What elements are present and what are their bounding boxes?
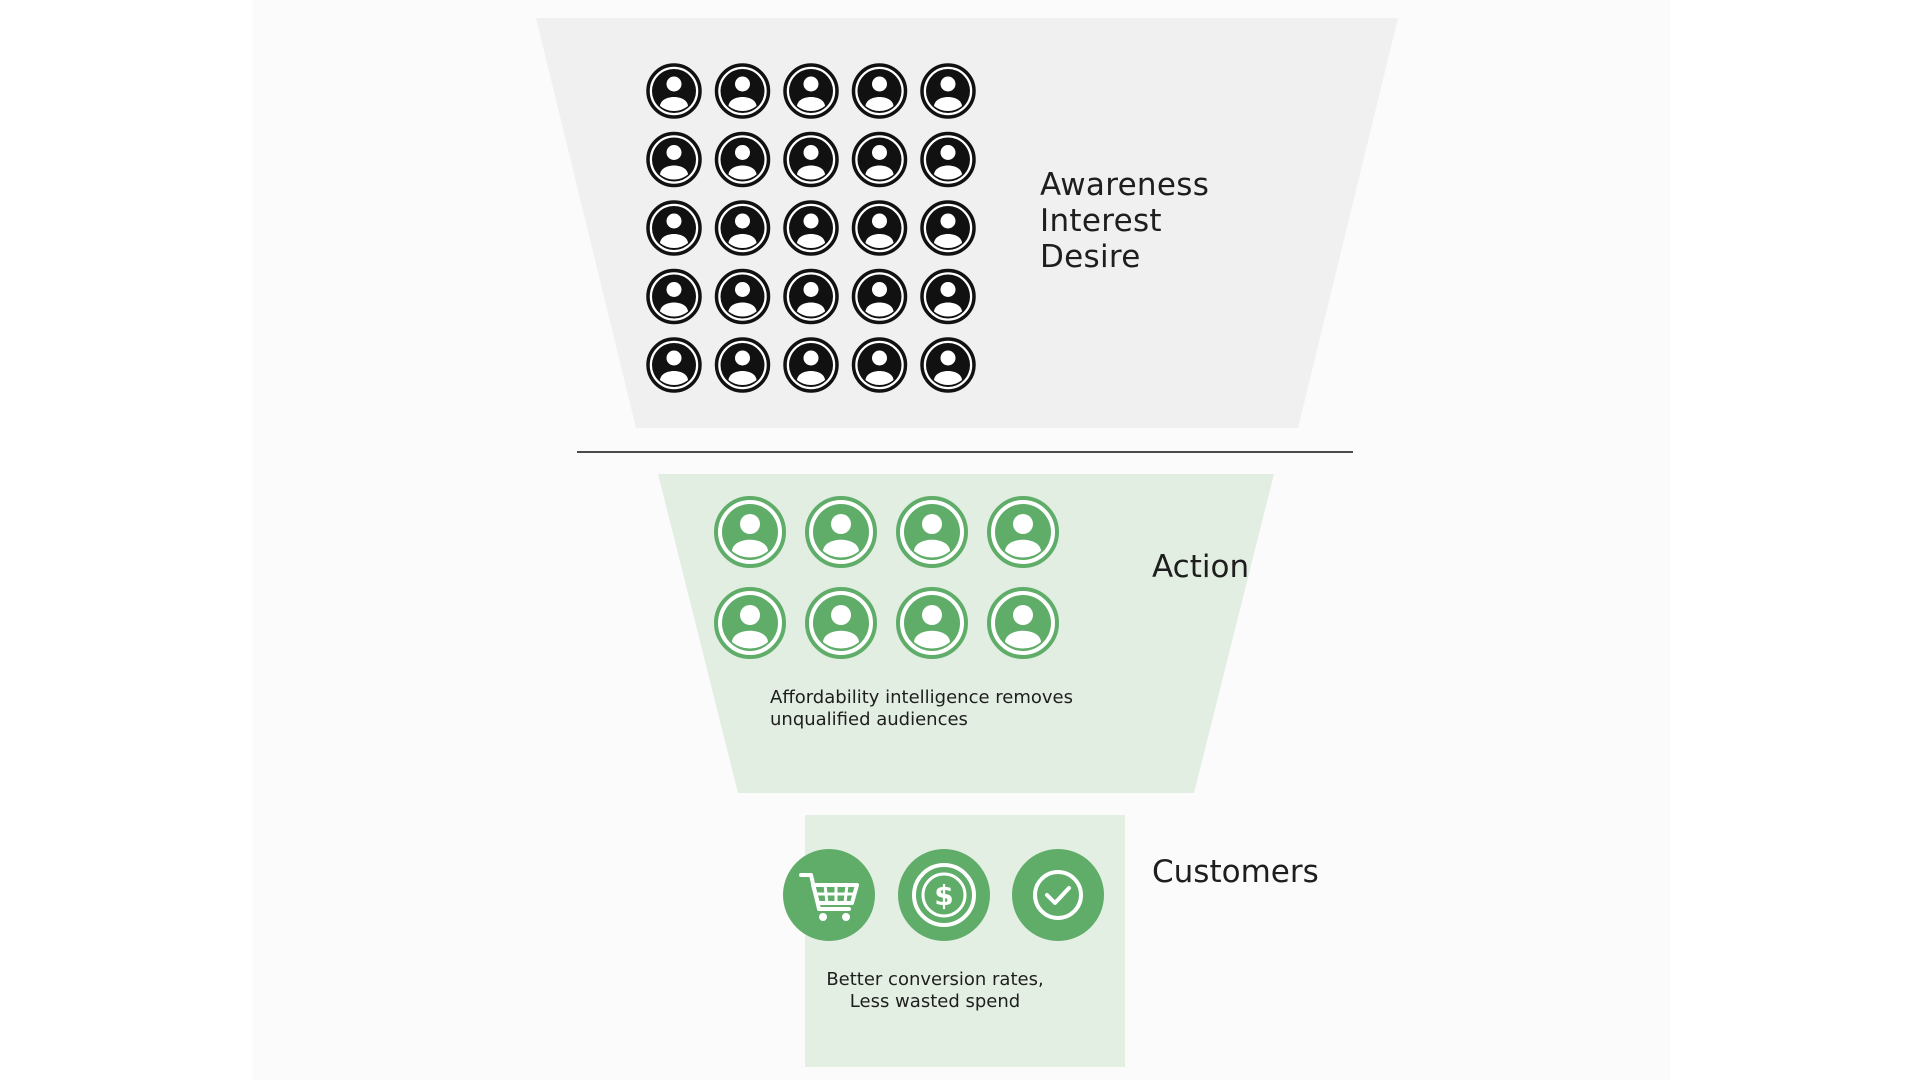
action-note-line-2: unqualified audiences [770, 709, 968, 730]
person-icon [851, 200, 908, 256]
person-icon [805, 587, 877, 659]
top-stage-labels: Awareness Interest Desire [1040, 167, 1209, 275]
person-icon [646, 200, 702, 256]
dollar-coin-icon: $ [898, 849, 990, 941]
customers-label: Customers [1152, 854, 1319, 890]
person-icon [851, 63, 908, 119]
person-icon [783, 268, 839, 325]
person-icon [987, 496, 1059, 568]
person-icon [783, 337, 839, 393]
person-icon [646, 268, 702, 325]
action-note-line-1: Affordability intelligence removes [770, 687, 1074, 708]
action-label: Action [1152, 549, 1250, 585]
person-icon [714, 587, 786, 659]
person-icon [805, 496, 877, 568]
customers-note-line-2: Less wasted spend [849, 991, 1021, 1012]
person-icon [783, 131, 839, 188]
person-icon [783, 63, 839, 119]
person-icon [714, 268, 771, 325]
person-icon [987, 587, 1059, 659]
person-icon [714, 496, 786, 568]
person-icon [851, 131, 908, 188]
customers-note: Better conversion rates, Less wasted spe… [803, 969, 1067, 1013]
person-icon [896, 587, 968, 659]
awareness-label: Awareness [1040, 167, 1210, 203]
person-icon [920, 63, 976, 119]
person-icon [920, 337, 976, 393]
person-icon [714, 131, 771, 188]
person-icon [646, 337, 702, 393]
person-icon [714, 337, 771, 393]
person-icon [851, 337, 908, 393]
desire-label: Desire [1040, 239, 1141, 275]
customer-icons: $ [783, 849, 1104, 941]
shopping-cart-icon [783, 849, 875, 941]
person-icon [646, 131, 702, 188]
customers-note-line-1: Better conversion rates, [826, 969, 1044, 990]
svg-text:$: $ [934, 879, 953, 912]
person-icon [714, 200, 771, 256]
person-icon [783, 200, 839, 256]
person-icon [851, 268, 908, 325]
customers-stage-box [805, 815, 1125, 1067]
interest-label: Interest [1040, 203, 1162, 239]
person-icon [920, 131, 976, 188]
person-icon [896, 496, 968, 568]
checkmark-icon [1012, 849, 1104, 941]
person-icon [714, 63, 771, 119]
person-icon [920, 200, 976, 256]
person-icon [920, 268, 976, 325]
action-note: Affordability intelligence removes unqua… [770, 687, 1073, 731]
person-icon [646, 63, 702, 119]
